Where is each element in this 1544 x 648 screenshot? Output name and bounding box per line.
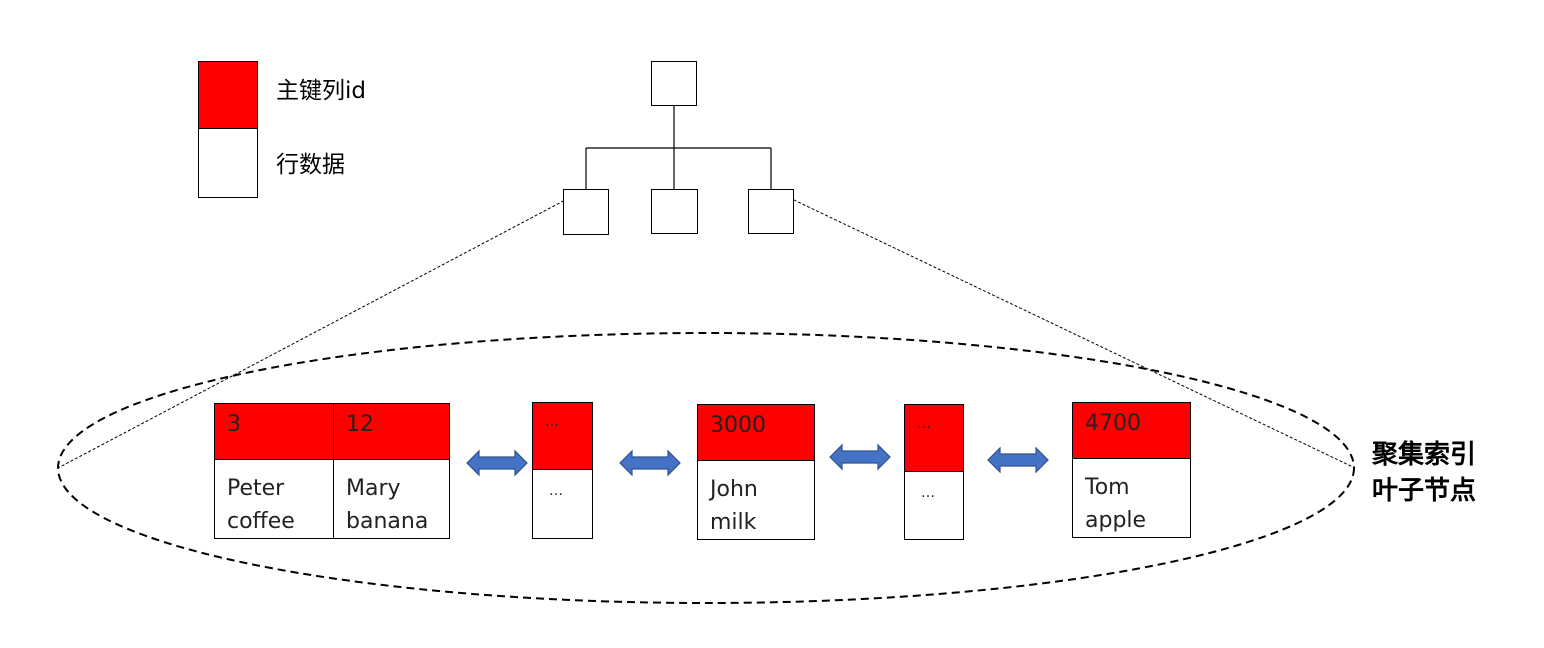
- zoom-lines: [57, 188, 1356, 469]
- legend-key-swatch: [198, 61, 258, 130]
- row-data-cell: Peter coffee: [215, 460, 333, 538]
- leaf-page-3: 3000 John milk: [697, 404, 815, 540]
- leaf-page-4: … …: [904, 404, 964, 540]
- row-data-line: coffee: [227, 509, 295, 534]
- leaf-nodes-ellipse: [57, 332, 1355, 604]
- primary-key-cell: 12: [334, 404, 449, 460]
- row-data-line: apple: [1085, 508, 1147, 533]
- primary-key-cell: 3: [215, 404, 333, 460]
- double-arrow-icon: [829, 443, 891, 471]
- double-arrow-icon: [466, 449, 528, 477]
- tree-child-node-left: [563, 189, 609, 235]
- tree-child-node-right: [748, 189, 794, 234]
- record-column: 4700 Tom apple: [1073, 403, 1190, 537]
- legend-row-swatch: [198, 128, 258, 198]
- row-data-line: Mary: [346, 476, 401, 501]
- record-column: 3 Peter coffee: [215, 404, 333, 538]
- legend-key-label: 主键列id: [276, 78, 366, 104]
- row-data-cell: John milk: [698, 461, 814, 539]
- primary-key-cell: …: [533, 403, 592, 470]
- primary-key-cell: …: [905, 405, 963, 472]
- row-data-cell: …: [533, 470, 592, 538]
- row-data-cell: …: [905, 472, 963, 539]
- record-column: … …: [533, 403, 592, 538]
- legend-row-label: 行数据: [276, 152, 345, 178]
- tree-connectors: [585, 106, 772, 189]
- row-data-line: banana: [346, 509, 429, 534]
- row-data-line: Peter: [227, 476, 285, 501]
- tree-child-node-middle: [651, 189, 698, 234]
- leaf-label-line-1: 聚集索引: [1372, 440, 1477, 470]
- double-arrow-icon: [987, 446, 1049, 474]
- primary-key-cell: 3000: [698, 405, 814, 461]
- row-data-line: milk: [710, 510, 757, 535]
- record-column: 3000 John milk: [698, 405, 814, 539]
- row-data-cell: Tom apple: [1073, 459, 1190, 537]
- row-data-line: Tom: [1085, 475, 1130, 500]
- clustered-index-leaf-label: 聚集索引 叶子节点: [1372, 437, 1476, 509]
- tree-root-node: [651, 61, 697, 106]
- record-column: 12 Mary banana: [333, 404, 449, 538]
- leaf-label-line-2: 叶子节点: [1372, 476, 1477, 506]
- double-arrow-icon: [619, 449, 681, 477]
- row-data-line: John: [710, 477, 758, 502]
- row-data-cell: Mary banana: [334, 460, 449, 538]
- record-column: … …: [905, 405, 963, 539]
- row-data-line: …: [549, 483, 563, 499]
- leaf-page-5: 4700 Tom apple: [1072, 402, 1191, 538]
- leaf-page-1: 3 Peter coffee 12 Mary banana: [214, 403, 450, 539]
- leaf-page-2: … …: [532, 402, 593, 539]
- primary-key-cell: 4700: [1073, 403, 1190, 459]
- row-data-line: …: [921, 485, 935, 501]
